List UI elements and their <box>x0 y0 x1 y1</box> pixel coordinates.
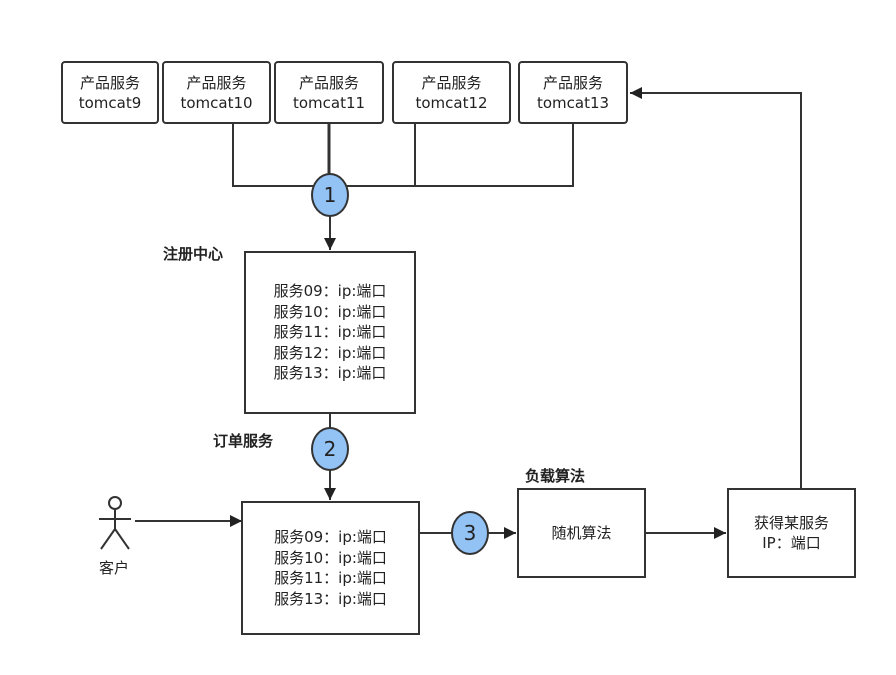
tomcat9-10-connector <box>232 124 330 187</box>
result-line1: 获得某服务 <box>753 514 829 532</box>
tomcat-service-label: 产品服务 <box>542 73 603 92</box>
tomcat13-box: 产品服务 tomcat13 <box>518 61 628 124</box>
tomcat11-box: 产品服务 tomcat11 <box>274 61 384 124</box>
registry-entry: 服务09：ip:端口 <box>273 282 387 301</box>
tomcat-name: tomcat10 <box>180 93 253 112</box>
order-entry: 服务13：ip:端口 <box>274 589 387 608</box>
order-entry: 服务10：ip:端口 <box>274 548 387 567</box>
client-figure <box>99 496 131 550</box>
tomcat12-box: 产品服务 tomcat12 <box>392 61 511 124</box>
registry-entry: 服务13：ip:端口 <box>273 364 387 383</box>
loadbalance-label: 负载算法 <box>525 467 586 485</box>
registry-entry: 服务12：ip:端口 <box>273 343 387 362</box>
client-label: 客户 <box>99 559 130 577</box>
order-entry: 服务09：ip:端口 <box>274 528 387 546</box>
tomcat-name: tomcat13 <box>536 93 610 112</box>
result-line2: IP：端口 <box>762 534 821 552</box>
tomcat-name: tomcat12 <box>415 93 488 112</box>
step-1-badge: 1 <box>311 173 349 217</box>
result-box: 获得某服务 IP：端口 <box>727 488 856 578</box>
tomcat13-connector <box>415 124 574 187</box>
random-algorithm-text: 随机算法 <box>551 524 612 542</box>
tomcat12-connector <box>330 124 416 187</box>
tomcat-service-label: 产品服务 <box>421 73 482 92</box>
random-algorithm-box: 随机算法 <box>517 488 646 578</box>
tomcat-service-label: 产品服务 <box>79 73 140 92</box>
registry-label: 注册中心 <box>163 245 224 263</box>
order-service-box: 服务09：ip:端口 服务10：ip:端口 服务11：ip:端口 服务13：ip… <box>241 501 420 635</box>
order-entry: 服务11：ip:端口 <box>274 569 387 587</box>
tomcat9-box: 产品服务 tomcat9 <box>61 61 159 124</box>
registry-entry: 服务10：ip:端口 <box>273 302 387 321</box>
tomcat-name: tomcat11 <box>292 93 366 112</box>
registry-entry: 服务11：ip:端口 <box>273 323 387 342</box>
step-2-badge: 2 <box>311 427 349 471</box>
step-3-badge: 3 <box>451 511 489 555</box>
tomcat10-box: 产品服务 tomcat10 <box>162 61 271 124</box>
tomcat-service-label: 产品服务 <box>298 73 359 92</box>
tomcat-service-label: 产品服务 <box>186 73 247 92</box>
order-service-label: 订单服务 <box>213 432 274 450</box>
feedback-arrow <box>630 87 802 489</box>
registry-box: 服务09：ip:端口 服务10：ip:端口 服务11：ip:端口 服务12：ip… <box>244 251 416 414</box>
tomcat-name: tomcat9 <box>78 93 142 112</box>
